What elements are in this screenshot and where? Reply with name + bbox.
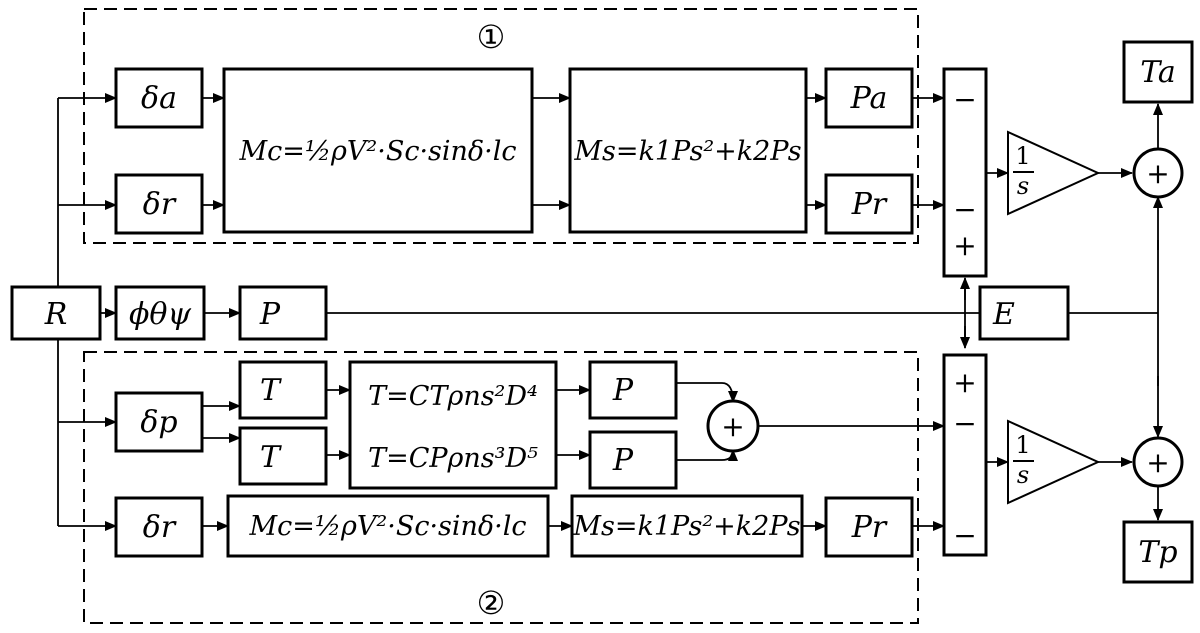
upper-region-outline [83,8,919,244]
thrust-bottom-label: T [260,440,282,475]
lower-sign-3: − [953,519,976,552]
summing-junction-lower: + [1132,436,1184,488]
block-thrust-bottom: T [238,426,328,486]
block-hinge-moment-upper: Mc=½ρV²·Sc·sinδ·lc [222,67,534,234]
lower-sign-1: + [953,366,976,399]
block-power-middle: P [238,285,328,341]
torque-equation: T=CPρns³D⁵ [368,443,538,474]
block-hinge-moment-lower: Mc=½ρV²·Sc·sinδ·lc [226,494,550,558]
power-a-label: Pa [850,81,888,116]
servo-moment-equation-lower: Ms=k1Ps²+k2Ps [572,511,800,542]
block-thrust-top: T [238,360,328,420]
summing-junction-upper: + [1132,147,1184,199]
block-power-a: Pa [824,67,914,129]
power-r-lower-label: Pr [851,510,888,545]
block-delta-a: δa [114,67,204,129]
upper-sign-2: − [953,193,976,226]
delta-a-label: δa [141,81,177,116]
signal-wires [57,93,1163,531]
power-bottom-label: P [612,443,634,478]
attitude-label: ϕθψ [129,297,192,332]
block-power-top: P [588,360,678,420]
thrust-equation: T=CTρns²D⁴ [368,381,538,412]
plus-sign-lower: + [1146,446,1169,479]
delta-p-label: δp [140,405,177,440]
power-middle-label: P [259,297,281,332]
energy-label: E [992,297,1015,332]
lower-region-outline [83,351,919,624]
power-r-upper-label: Pr [851,187,888,222]
block-attitude: ϕθψ [114,285,206,341]
integrator-lower-numerator: 1 [1015,431,1030,459]
integrator-upper-numerator: 1 [1015,142,1030,170]
block-input-r: R [10,285,102,341]
lower-combiner: + − − [942,353,988,557]
summing-junction-propulsion: + [706,399,760,453]
block-delta-r-upper: δr [114,173,204,235]
block-servo-moment-upper: Ms=k1Ps²+k2Ps [568,67,808,234]
delta-r-lower-label: δr [143,510,177,545]
block-servo-moment-lower: Ms=k1Ps²+k2Ps [570,494,804,558]
integrator-upper-denominator: s [1017,172,1029,200]
output-tp: Tp [1122,520,1194,584]
lower-sign-2: − [953,407,976,440]
upper-combiner: − − + [942,67,988,278]
block-power-r-upper: Pr [824,173,914,235]
upper-sign-1: − [953,83,976,116]
hinge-moment-equation-lower: Mc=½ρV²·Sc·sinδ·lc [248,511,526,542]
lower-region-label: ② [477,584,506,622]
integrator-lower-denominator: s [1017,461,1029,489]
hinge-moment-equation-upper: Mc=½ρV²·Sc·sinδ·lc [238,136,516,167]
delta-r-upper-label: δr [143,187,177,222]
integrator-lower: 1 s [1007,419,1101,505]
output-tp-label: Tp [1138,535,1177,570]
block-delta-r-lower: δr [114,496,204,558]
servo-moment-equation-upper: Ms=k1Ps²+k2Ps [573,136,801,167]
input-r-label: R [44,297,68,332]
thrust-top-label: T [260,373,282,408]
integrator-upper: 1 s [1007,130,1101,216]
block-delta-p: δp [114,391,204,453]
block-propeller-equations: T=CTρns²D⁴ T=CPρns³D⁵ [348,360,558,490]
block-energy: E [978,285,1070,341]
block-power-bottom: P [588,430,678,490]
power-top-label: P [612,373,634,408]
plus-sign-propulsion: + [721,410,744,443]
block-power-r-lower: Pr [824,496,914,558]
output-ta-label: Ta [1140,55,1176,90]
output-ta: Ta [1122,40,1194,104]
upper-region-label: ① [477,18,506,56]
plus-sign-upper: + [1146,157,1169,190]
upper-sign-3: + [953,229,976,262]
